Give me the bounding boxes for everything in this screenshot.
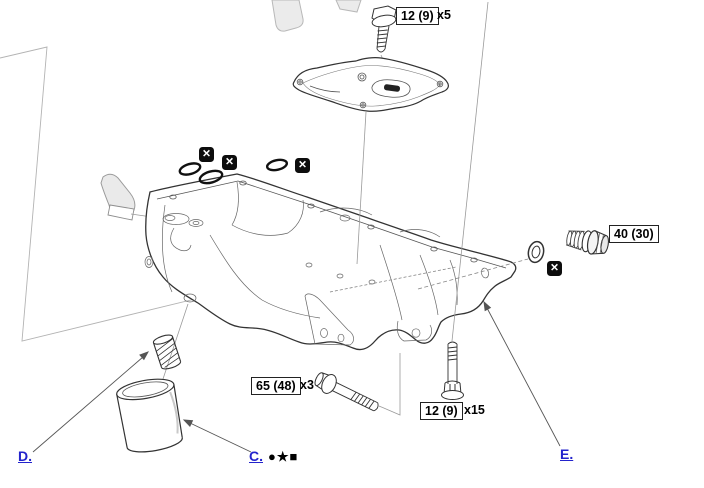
oil-filter-drawing: [116, 378, 183, 453]
link-e[interactable]: E.: [560, 446, 574, 462]
discard-marker-icon: ✕: [222, 155, 237, 170]
qty-long-bolt: x3: [300, 378, 314, 392]
link-d[interactable]: D.: [18, 448, 32, 464]
projection-lines: [158, 1, 489, 416]
link-c[interactable]: C.: [249, 448, 263, 464]
o-ring-drawings: [178, 158, 289, 185]
baffle-plate-drawing: [292, 57, 449, 112]
leader-arrow-e: [483, 300, 561, 447]
discard-marker-icon: ✕: [199, 147, 214, 162]
torque-label-long-bolt: 65 (48): [251, 377, 301, 395]
grayed-engine-parts: [271, 0, 362, 32]
torque-label-top-bolt: 12 (9): [396, 7, 439, 25]
background-panel: [0, 46, 229, 342]
leader-lines: [32, 300, 561, 453]
long-bolt-drawing: [314, 372, 379, 412]
qty-top-bolt: x5: [437, 8, 451, 22]
drain-plug-drawing: [565, 230, 610, 255]
strainer-tube-drawing: [100, 173, 223, 228]
sealing-washer-drawing: [527, 240, 545, 264]
pan-bolt-drawing: [441, 341, 464, 400]
baffle-bolt-drawing: [371, 5, 397, 53]
discard-marker-icon: ✕: [547, 261, 562, 276]
c-note-symbols: ●★■: [268, 449, 299, 464]
filter-joint-drawing: [152, 334, 182, 370]
oil-pan-drawing: [144, 173, 517, 351]
qty-pan-bolt: x15: [464, 403, 485, 417]
torque-label-pan-bolt: 12 (9): [420, 402, 463, 420]
leader-arrow-d: [32, 351, 149, 453]
leader-arrow-c: [182, 419, 252, 453]
torque-label-drain-plug: 40 (30): [609, 225, 659, 243]
discard-marker-icon: ✕: [295, 158, 310, 173]
